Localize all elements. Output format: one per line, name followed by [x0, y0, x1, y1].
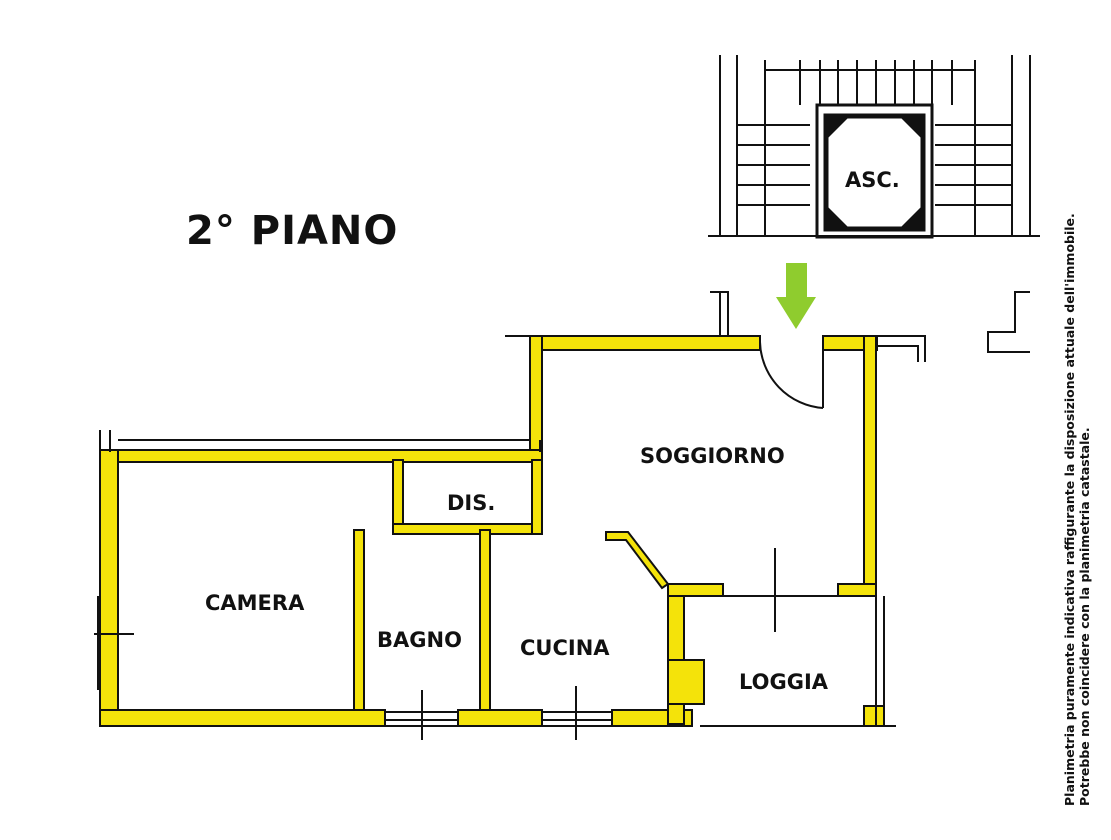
disclaimer-note: Planimetria puramente indicativa raffigu…: [1062, 213, 1092, 806]
room-label-loggia: LOGGIA: [739, 670, 829, 694]
disclaimer-line-1: Planimetria puramente indicativa raffigu…: [1062, 213, 1077, 806]
room-label-camera: CAMERA: [205, 591, 305, 615]
elevator-shaft: [815, 103, 934, 239]
room-label-bagno: BAGNO: [377, 628, 462, 652]
stairwell: [708, 55, 1040, 237]
room-label-soggiorno: SOGGIORNO: [640, 444, 785, 468]
floor-title: 2° PIANO: [186, 208, 399, 254]
kitchen-counter: [605, 531, 670, 590]
structure-lines: [94, 335, 896, 740]
entrance-arrow-icon: [776, 263, 816, 329]
door-swing-icon: [759, 338, 824, 409]
apartment-walls: [99, 335, 885, 727]
room-label-asc: ASC.: [845, 168, 900, 192]
disclaimer-line-2: Potrebbe non coincidere con la planimetr…: [1077, 427, 1092, 806]
room-label-dis: DIS.: [447, 491, 496, 515]
room-label-cucina: CUCINA: [520, 636, 610, 660]
